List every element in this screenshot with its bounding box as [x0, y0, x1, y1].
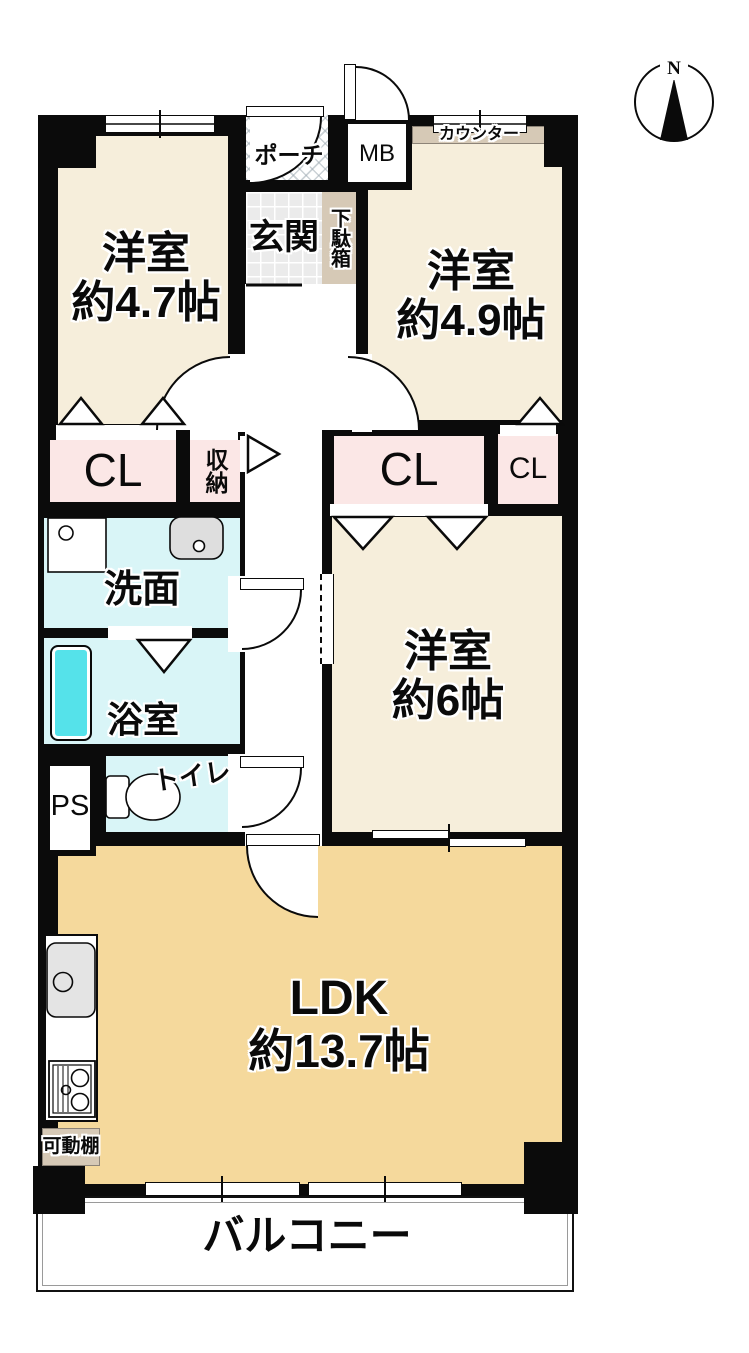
label-entrance: 玄関 — [246, 218, 322, 258]
washroom-door-leaf — [240, 578, 304, 590]
sliding-door-ldk-a — [372, 830, 450, 839]
label-ldk: LDK 約13.7帖 — [219, 972, 459, 1078]
movable-shelf — [42, 1128, 100, 1166]
corner-block-bottom-left — [33, 1166, 85, 1214]
pipe-space — [44, 760, 96, 856]
label-bedroom-6: 洋室 約6帖 — [348, 624, 548, 728]
balcony-name: バルコニー — [202, 1212, 412, 1260]
sliding-door-ldk-b — [448, 838, 526, 847]
label-closet-left: CL — [50, 440, 176, 502]
label-balcony: バルコニー — [157, 1212, 457, 1260]
bedroom-4_7-size: 約4.7帖 — [71, 278, 221, 327]
entrance-name: 玄関 — [248, 218, 319, 258]
closet-small — [498, 434, 558, 504]
closet-left-text: CL — [83, 444, 143, 497]
pipe-space-text: PS — [50, 789, 90, 822]
label-movable-shelf: 可動棚 — [40, 1134, 102, 1160]
meter-box — [342, 118, 412, 188]
bedroom-4_7-name: 洋室 — [102, 228, 190, 278]
counter-text: カウンター — [438, 126, 519, 144]
closet-right — [334, 436, 484, 504]
closet-left — [50, 440, 176, 502]
label-washroom: 洗面 — [44, 568, 240, 611]
bedroom-6-size: 約6帖 — [391, 676, 505, 725]
label-meter-box: MB — [342, 140, 412, 168]
opening-closet-right-bottom — [330, 504, 488, 517]
room-bedroom-4_9-upper — [412, 144, 562, 190]
label-counter: カウンター — [412, 126, 546, 144]
opening-storage-side — [240, 436, 248, 472]
label-closet-right: CL — [334, 436, 484, 504]
sliding-door-bedroom-6 — [320, 574, 334, 664]
movable-shelf-text: 可動棚 — [42, 1136, 100, 1158]
entrance-door-leaf — [246, 106, 324, 117]
ldk-size: 約13.7帖 — [248, 1025, 430, 1078]
corridor — [245, 284, 322, 846]
storage-unit-text: 収納 — [202, 448, 228, 494]
opening-closet-left-top-a — [56, 424, 176, 440]
entrance-area — [246, 192, 322, 284]
opening-bedroom-4_7-door — [228, 354, 248, 432]
corner-block-bottom-right — [524, 1142, 578, 1214]
opening-bath-door — [108, 626, 192, 640]
label-bedroom-4_7: 洋室 約4.7帖 — [56, 226, 236, 330]
corner-block-top-right — [544, 115, 578, 167]
toilet-door-leaf — [240, 756, 304, 768]
room-bedroom-6 — [332, 516, 562, 832]
closet-small-text: CL — [508, 452, 548, 486]
kitchen-counter — [44, 934, 98, 1122]
window-bedroom-4_7 — [105, 115, 215, 133]
ldk-door-leaf — [246, 834, 320, 846]
meter-box-door-leaf — [344, 64, 356, 120]
ldk-name: LDK — [289, 972, 389, 1026]
label-closet-small: CL — [498, 434, 558, 504]
meter-box-door-swing — [356, 66, 410, 120]
label-bathroom: 浴室 — [60, 698, 226, 740]
balcony-area — [36, 1196, 574, 1292]
label-shoe-cabinet: 下駄箱 — [326, 200, 352, 276]
shoe-cabinet-text: 下駄箱 — [327, 208, 350, 268]
compass-north-text: N — [667, 58, 681, 79]
label-porch: ポーチ — [248, 142, 330, 170]
porch-name: ポーチ — [254, 142, 324, 169]
label-pipe-space: PS — [44, 788, 96, 824]
label-storage-unit: 収納 — [201, 442, 229, 500]
corner-block-top-left — [38, 115, 96, 168]
washroom-name: 洗面 — [103, 568, 180, 611]
window-ldk-right — [308, 1182, 462, 1196]
bathroom-name: 浴室 — [106, 698, 179, 740]
bedroom-4_9-name: 洋室 — [427, 246, 515, 296]
closet-right-text: CL — [379, 443, 439, 496]
shoe-cabinet — [322, 192, 356, 284]
compass-north-label: N — [660, 58, 688, 80]
bedroom-6-name: 洋室 — [404, 626, 492, 676]
meter-box-text: MB — [359, 139, 395, 167]
bathtub — [50, 645, 92, 741]
storage-unit — [190, 440, 240, 502]
bedroom-4_9-size: 約4.9帖 — [396, 296, 546, 345]
window-ldk-left — [145, 1182, 300, 1196]
label-bedroom-4_9: 洋室 約4.9帖 — [371, 244, 571, 348]
